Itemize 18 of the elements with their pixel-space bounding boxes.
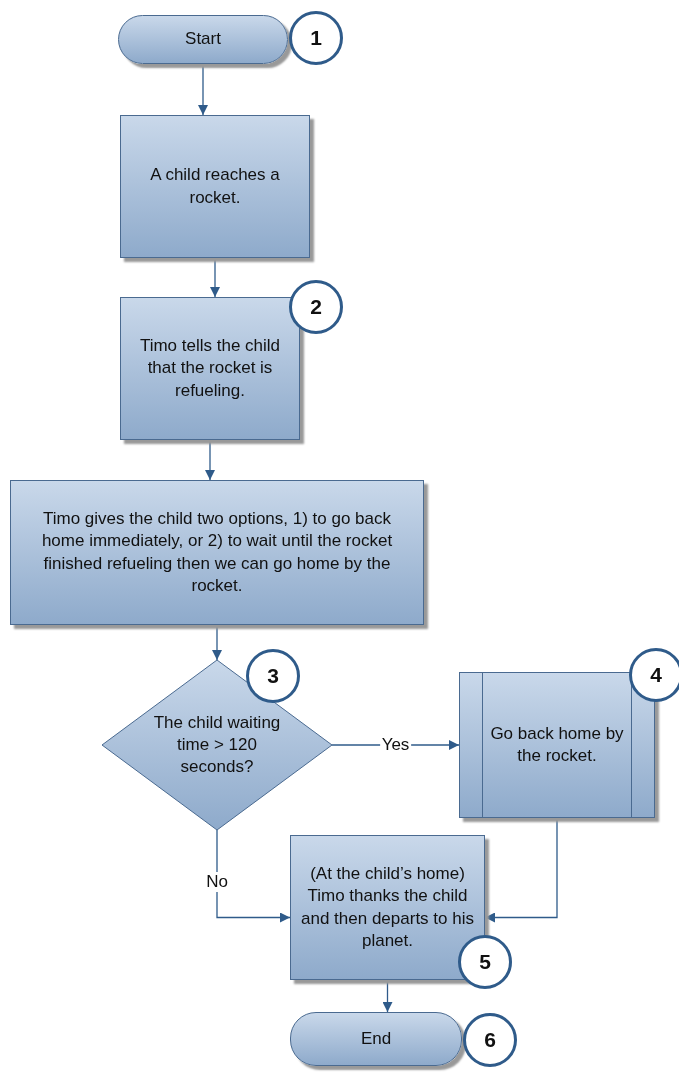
step-number-circle: 3 <box>246 649 300 703</box>
arrow <box>212 624 222 661</box>
terminator-shape: Start <box>118 15 288 64</box>
process-box: Timo gives the child two options, 1) to go back home immediately, or 2) to wait until the rocket finished refueling then we can go home by the rocket. <box>10 480 424 625</box>
step-number-circle: 4 <box>629 648 679 702</box>
edge-label: No <box>204 871 230 892</box>
process-box: A child reaches a rocket. <box>120 115 310 258</box>
arrow <box>210 257 220 298</box>
terminator-shape: End <box>290 1012 462 1066</box>
step-number-circle: 6 <box>463 1013 517 1067</box>
arrow <box>205 439 215 481</box>
arrow <box>382 979 393 1013</box>
arrow <box>484 817 558 923</box>
step-number-circle: 1 <box>289 11 343 65</box>
process-box: Timo tells the child that the rocket is refueling. <box>120 297 300 440</box>
step-number-circle: 2 <box>289 280 343 334</box>
arrow <box>198 63 208 116</box>
step-number-circle: 5 <box>458 935 512 989</box>
